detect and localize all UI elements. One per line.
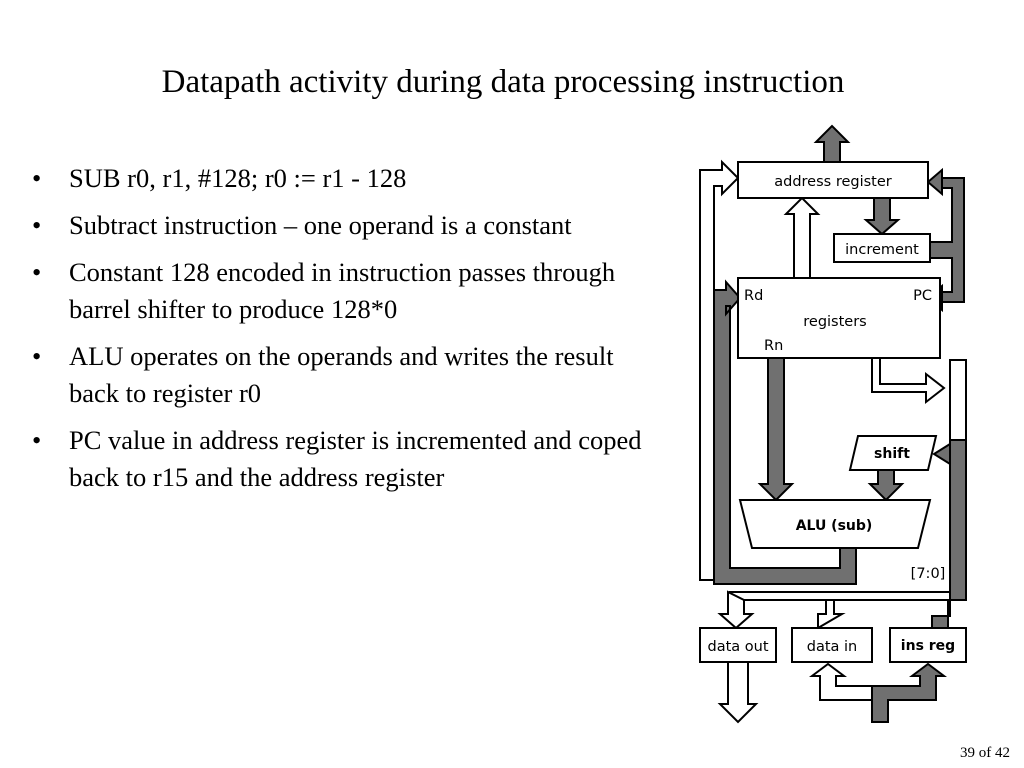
bullet-item: • ALU operates on the operands and writes… [30,338,670,412]
data-in-arrow [817,599,846,630]
bullet-item: • SUB r0, r1, #128; r0 := r1 - 128 [30,160,670,197]
addr-to-increment-arrow [863,197,901,236]
rd-label: Rd [744,288,763,304]
bullet-dot: • [32,210,42,240]
pc-label: PC [913,288,932,304]
bottom-bus [729,591,951,601]
bullet-list: • SUB r0, r1, #128; r0 := r1 - 128 • Subtr… [30,160,670,506]
ins-reg-label: ins reg [901,638,955,654]
alu-box [738,499,932,549]
increment-label: increment [845,242,919,258]
increment-bus [929,177,965,303]
bullet-item: • Constant 128 encoded in instruction pas… [30,254,670,328]
bits-label: [7:0] [911,566,946,582]
pc-feedback-arrow [926,167,943,197]
bullet-dot: • [32,257,42,287]
reg-to-addr-arrow [783,196,821,279]
rn-to-alu-arrow [757,357,795,502]
datapath-diagram: address register increment Rd PC registe… [699,124,967,724]
bullet-dot: • [32,341,42,371]
rn-label: Rn [764,338,783,354]
data-out-label: data out [707,639,768,655]
bullet-text: Constant 128 encoded in instruction pass… [69,257,616,324]
registers-box [737,277,941,359]
bullet-dot: • [32,425,42,455]
address-out-arrow [813,124,851,163]
ins-reg-box [889,627,967,663]
ext-bus-white [809,662,873,701]
shift-in-arrow [932,442,951,466]
data-out-in-arrow [717,590,755,630]
shift-box [848,435,938,471]
bullet-item: • Subtract instruction – one operand is a… [30,207,670,244]
bullet-dot: • [32,163,42,193]
right-bus-active [921,439,967,642]
bullet-text: SUB r0, r1, #128; r0 := r1 - 128 [69,163,407,193]
shift-label: shift [874,446,910,462]
data-out-arrow [717,661,759,724]
page-number: 39 of 42 [960,745,1010,761]
reg-out-right-arrow [871,357,946,405]
bullet-text: PC value in address register is incremen… [69,425,642,492]
address-register-label: address register [774,174,892,190]
shift-to-alu-arrow [867,469,905,502]
bullet-text: Subtract instruction – one operand is a … [69,210,572,240]
increment-box [833,233,931,263]
slide-title: Datapath activity during data processing… [161,64,845,100]
ext-bus-active [871,662,947,723]
alu-label: ALU (sub) [796,518,873,534]
bullet-text: ALU operates on the operands and writes … [69,341,614,408]
data-out-box [699,627,777,663]
data-in-box [791,627,873,663]
bullet-item: • PC value in address register is increme… [30,422,670,496]
registers-label: registers [803,314,866,330]
right-bus-white [949,359,967,441]
address-register-box [737,161,929,199]
data-in-label: data in [807,639,858,655]
alu-result-bus [713,279,857,585]
